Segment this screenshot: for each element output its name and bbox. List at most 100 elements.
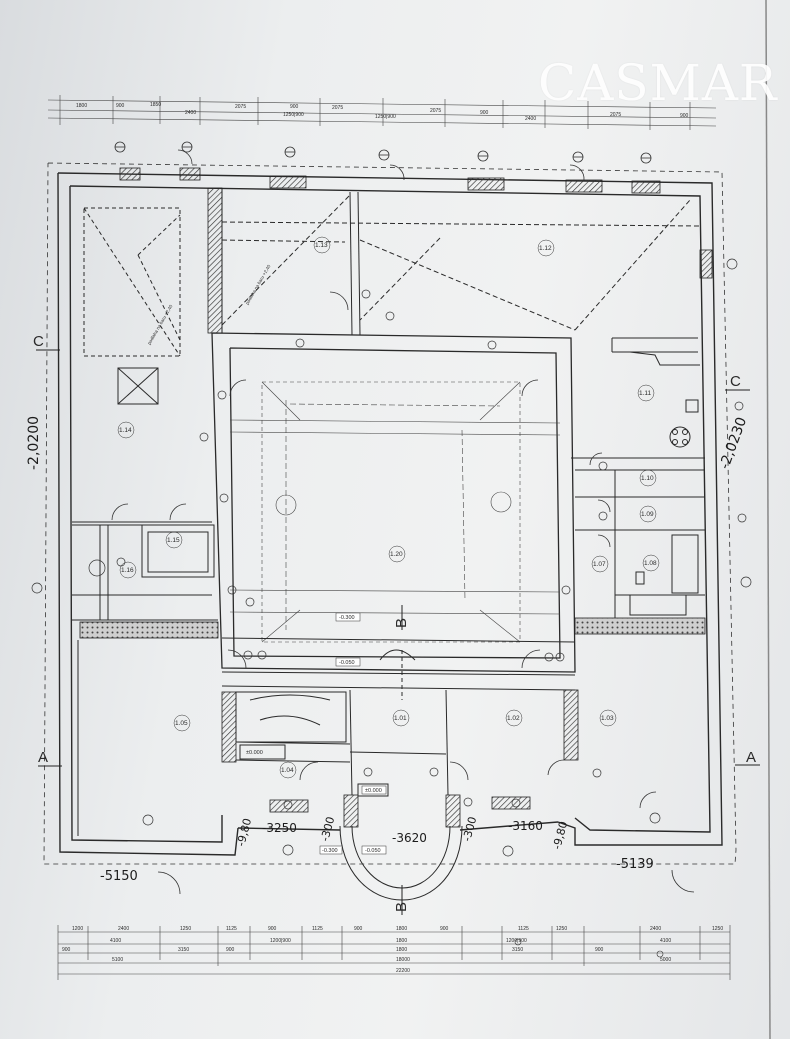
room-1-08: 1.08 xyxy=(642,554,660,572)
dim-b4-1: 5100 xyxy=(112,957,123,963)
room-1-12: 1.12 xyxy=(537,239,555,257)
hand-mid-left-b: -3250 xyxy=(262,821,297,835)
roof-overhang-line xyxy=(43,162,737,865)
room-1-10: 1.10 xyxy=(639,469,657,487)
section-b-bottom: B xyxy=(393,902,410,912)
room-1-15: 1.15 xyxy=(165,531,183,549)
dim-b1-4: 1125 xyxy=(226,926,237,932)
handwritten-notes: -2,0200 -2,0230 -5150 -5139 -9,80 -3250 … xyxy=(26,415,750,884)
hatched-walls xyxy=(79,167,713,828)
dim-b1-3: 1250 xyxy=(180,926,191,932)
dim-b1-11: 1250 xyxy=(556,926,567,932)
dim-b1-10: 1125 xyxy=(518,926,529,932)
dim-b3-3: 900 xyxy=(226,947,235,953)
dim-b1-6: 1125 xyxy=(312,926,323,932)
room-1-07: 1.07 xyxy=(591,555,609,573)
dim-b2-4: 1200|900 xyxy=(506,938,527,944)
hand-right-height: -2,0230 xyxy=(717,415,751,471)
level-outside: -0.300 xyxy=(322,848,338,854)
dim-top-11: 900 xyxy=(480,110,489,116)
room-1-13: 1.13 xyxy=(313,236,331,254)
section-b-top: B xyxy=(393,618,410,628)
dim-b1-9: 900 xyxy=(440,926,449,932)
right-wing-rooms xyxy=(571,399,705,618)
svg-text:1.14: 1.14 xyxy=(119,427,132,434)
hand-bottom-left: -5150 xyxy=(100,869,138,884)
svg-text:1.03: 1.03 xyxy=(601,715,614,722)
dim-b1-7: 900 xyxy=(354,926,363,932)
casmar-watermark: CASMAR xyxy=(538,54,778,112)
svg-text:1.12: 1.12 xyxy=(539,245,552,252)
dim-top-8: 2075 xyxy=(332,105,343,111)
axis-markers-bottom xyxy=(514,938,664,958)
dim-b1-5: 900 xyxy=(268,926,277,932)
dim-b1-2: 2400 xyxy=(118,926,129,932)
dim-top-4: 2400 xyxy=(185,110,196,116)
svg-text:1.04: 1.04 xyxy=(281,767,294,774)
dim-b1-1: 1200 xyxy=(72,926,83,932)
svg-text:1.09: 1.09 xyxy=(641,511,654,518)
room-1-20: 1.20 xyxy=(388,545,406,563)
dim-b3-1: 900 xyxy=(62,947,71,953)
dim-top-6: 900 xyxy=(290,104,299,110)
dim-b2-2: 1200|900 xyxy=(270,938,291,944)
level-markers: -0.300 -0.050 ±0.000 ±0.000 -0.050 -0.30… xyxy=(246,612,387,855)
room-1-05: 1.05 xyxy=(173,714,191,732)
sheet-edge xyxy=(765,0,771,1039)
section-labels: C C A A B B xyxy=(33,333,756,912)
dim-top-2: 900 xyxy=(116,103,125,109)
courtyard-walls xyxy=(211,332,576,673)
dim-b2-1: 4100 xyxy=(110,938,121,944)
top-dimension-texts: 1800 900 1850 2400 2075 900 1250|900 207… xyxy=(76,102,689,122)
bottom-dimension-lines xyxy=(57,925,731,980)
svg-text:1.01: 1.01 xyxy=(394,715,407,722)
dim-b3-6: 900 xyxy=(595,947,604,953)
level-court: -0.300 xyxy=(339,615,355,621)
svg-text:1.11: 1.11 xyxy=(639,390,652,397)
room-1-09: 1.09 xyxy=(639,505,657,523)
svg-text:1.20: 1.20 xyxy=(390,551,403,558)
svg-text:1.10: 1.10 xyxy=(641,475,654,482)
level-corridor: -0.050 xyxy=(339,660,355,666)
room-1-03: 1.03 xyxy=(599,709,617,727)
hand-mid-right-a: -300 xyxy=(460,815,479,842)
room-1-04: 1.04 xyxy=(279,761,297,779)
note-top: podlaha na baru +2,40 xyxy=(245,263,272,305)
dim-top-13: 2075 xyxy=(610,112,621,118)
svg-text:1.05: 1.05 xyxy=(175,720,188,727)
courtyard-roof-lines xyxy=(229,381,561,643)
level-porch: -0.050 xyxy=(365,848,381,854)
hand-mid-right-c: -9,80 xyxy=(550,820,570,851)
dim-b1-12: 2400 xyxy=(650,926,661,932)
outer-walls xyxy=(57,172,723,856)
level-entry: ±0.000 xyxy=(365,788,382,794)
svg-text:1.13: 1.13 xyxy=(315,242,328,249)
dim-top-12: 2400 xyxy=(525,116,536,122)
section-a-left: A xyxy=(38,749,48,766)
door-swings xyxy=(111,149,695,895)
svg-text:1.07: 1.07 xyxy=(593,561,606,568)
section-lines xyxy=(36,349,760,915)
hand-mid-right-b: -3160 xyxy=(508,819,543,833)
dim-b3-2: 3150 xyxy=(178,947,189,953)
axis-markers-inner xyxy=(31,258,752,857)
level-hall: ±0.000 xyxy=(246,750,263,756)
room-1-01: 1.01 xyxy=(392,709,410,727)
dim-b1-8: 1800 xyxy=(396,926,407,932)
room-1-11: 1.11 xyxy=(637,384,655,402)
room-1-16: 1.16 xyxy=(119,561,137,579)
dim-top-14: 900 xyxy=(680,113,689,119)
dim-b3-4: 1800 xyxy=(396,947,407,953)
room-1-02: 1.02 xyxy=(505,709,523,727)
dim-top-1: 1800 xyxy=(76,103,87,109)
room-1-14: 1.14 xyxy=(117,421,135,439)
top-rooms xyxy=(221,188,701,366)
dim-b5-total: 22200 xyxy=(396,968,410,974)
section-c-right: C xyxy=(730,373,741,390)
dim-b1-13: 1250 xyxy=(712,926,723,932)
dim-top-7: 1250|900 xyxy=(283,112,304,118)
left-wing xyxy=(72,207,218,621)
dim-b2-5: 4100 xyxy=(660,938,671,944)
dim-top-3: 1850 xyxy=(150,102,161,108)
